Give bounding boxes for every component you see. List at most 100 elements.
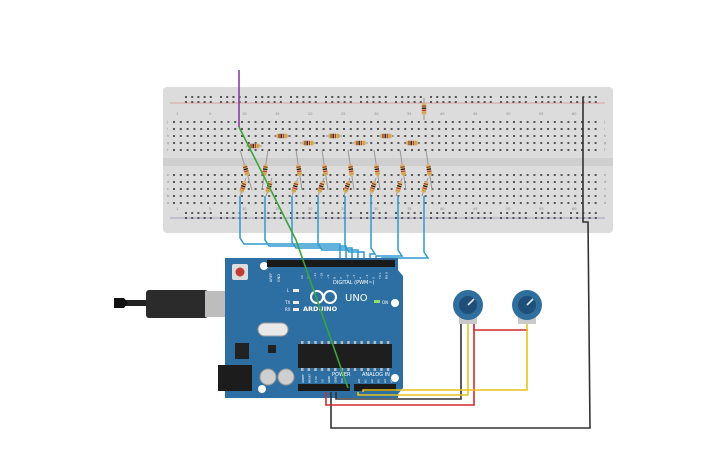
resistor[interactable] (239, 149, 253, 191)
resistor[interactable] (261, 149, 269, 191)
column-number: 30 (374, 112, 378, 116)
power-wire-red-branch[interactable] (473, 322, 528, 331)
digital-wire[interactable] (317, 196, 359, 262)
resistor[interactable] (421, 98, 427, 120)
pot-indicator (526, 298, 534, 306)
rx-label: RX (285, 307, 291, 312)
column-number: 10 (242, 112, 246, 116)
reset-button-cap (235, 267, 245, 277)
mount-hole (260, 262, 268, 270)
pin-label: ~11 (313, 273, 317, 279)
voltage-regulator (235, 343, 249, 359)
ground-wire[interactable] (330, 97, 591, 429)
digital-header (267, 260, 395, 267)
resistor[interactable] (295, 149, 303, 191)
resistor[interactable] (421, 177, 429, 197)
column-number: 40 (440, 112, 444, 116)
chip-pins (301, 341, 390, 371)
resistor[interactable] (404, 140, 420, 146)
breadboard-labels: 1155101015152020252530303535404045455050… (166, 112, 607, 211)
pin-label: 2 (372, 277, 376, 279)
crystal (257, 322, 289, 337)
pin-label: A3 (377, 379, 381, 383)
digital-header-label: DIGITAL (PWM~) (333, 280, 375, 286)
row-letter: g (604, 141, 606, 145)
column-number: 1 (176, 207, 178, 211)
pin-label: IOREF (301, 374, 305, 383)
row-letter: d (167, 180, 169, 184)
resistor[interactable] (352, 140, 368, 146)
potentiometer-2[interactable] (512, 290, 542, 324)
pin-label: 5V (321, 378, 325, 383)
power-jack (218, 365, 252, 391)
ground-wire-pot[interactable] (335, 322, 462, 400)
column-number: 45 (473, 112, 477, 116)
pin-label: A1 (364, 379, 368, 383)
row-letter: h (604, 134, 606, 138)
resistor[interactable] (321, 149, 329, 191)
column-number: 1 (176, 112, 178, 116)
l-led (293, 289, 299, 292)
gnd-label: GND (277, 274, 281, 282)
row-letter: b (167, 194, 170, 198)
resistor[interactable] (373, 149, 381, 191)
pin-label: GND (327, 375, 331, 383)
resistor[interactable] (300, 140, 316, 146)
resistor[interactable] (395, 177, 403, 197)
mount-hole (391, 299, 399, 307)
power-led (374, 300, 380, 303)
resistor[interactable] (274, 133, 290, 139)
resistor[interactable] (425, 149, 433, 191)
breadboard[interactable]: 1155101015152020252530303535404045455050… (163, 87, 613, 233)
resistor[interactable] (343, 177, 351, 197)
resistor[interactable] (291, 177, 299, 197)
resistor[interactable] (399, 149, 407, 191)
small-chip (268, 345, 276, 353)
pin-label: A4 (383, 379, 387, 383)
resistor[interactable] (378, 133, 394, 139)
green-wire[interactable] (238, 126, 349, 389)
column-number: 50 (506, 207, 510, 211)
row-letter: e (604, 173, 606, 177)
signal-wire-yellow-1[interactable] (357, 322, 469, 396)
resistor[interactable] (326, 133, 342, 139)
resistor[interactable] (369, 177, 377, 197)
pin-label: 4 (359, 277, 363, 279)
digital-wire[interactable] (264, 196, 347, 262)
resistor-group[interactable] (239, 98, 433, 197)
row-letter: f (167, 148, 169, 152)
arduino-model: UNO (345, 293, 368, 304)
power-wire-red[interactable] (325, 322, 475, 406)
l-label: L (287, 288, 290, 293)
tx-label: TX (284, 300, 290, 305)
column-number: 20 (308, 112, 312, 116)
signal-wire-yellow-2[interactable] (362, 322, 528, 392)
resistor[interactable] (317, 177, 325, 197)
column-number: 25 (341, 112, 345, 116)
pin-label: 3.3V (314, 375, 318, 383)
row-letter: d (604, 180, 606, 184)
analog-header-label: ANALOG IN (362, 372, 390, 378)
row-letter: a (604, 201, 606, 205)
column-number: 20 (308, 207, 312, 211)
arduino-uno-board[interactable]: ARDUINO UNO DIGITAL (PWM~) POWER ANALOG … (114, 258, 403, 398)
column-number: 60 (572, 112, 576, 116)
column-number: 15 (275, 207, 279, 211)
column-number: 25 (341, 207, 345, 211)
rx-led (293, 308, 299, 311)
row-letter: f (604, 148, 606, 152)
pin-label: ~6 (346, 274, 350, 279)
column-number: 50 (506, 112, 510, 116)
row-letter: i (167, 127, 168, 131)
digital-wire[interactable] (344, 196, 365, 262)
resistor[interactable] (347, 149, 355, 191)
potentiometer-1[interactable] (453, 290, 483, 324)
column-number: 10 (242, 207, 246, 211)
pin-label: A0 (357, 379, 361, 383)
row-letter: j (166, 120, 168, 124)
resistor[interactable] (239, 177, 247, 197)
digital-wire[interactable] (369, 196, 377, 262)
row-letter: a (167, 201, 169, 205)
